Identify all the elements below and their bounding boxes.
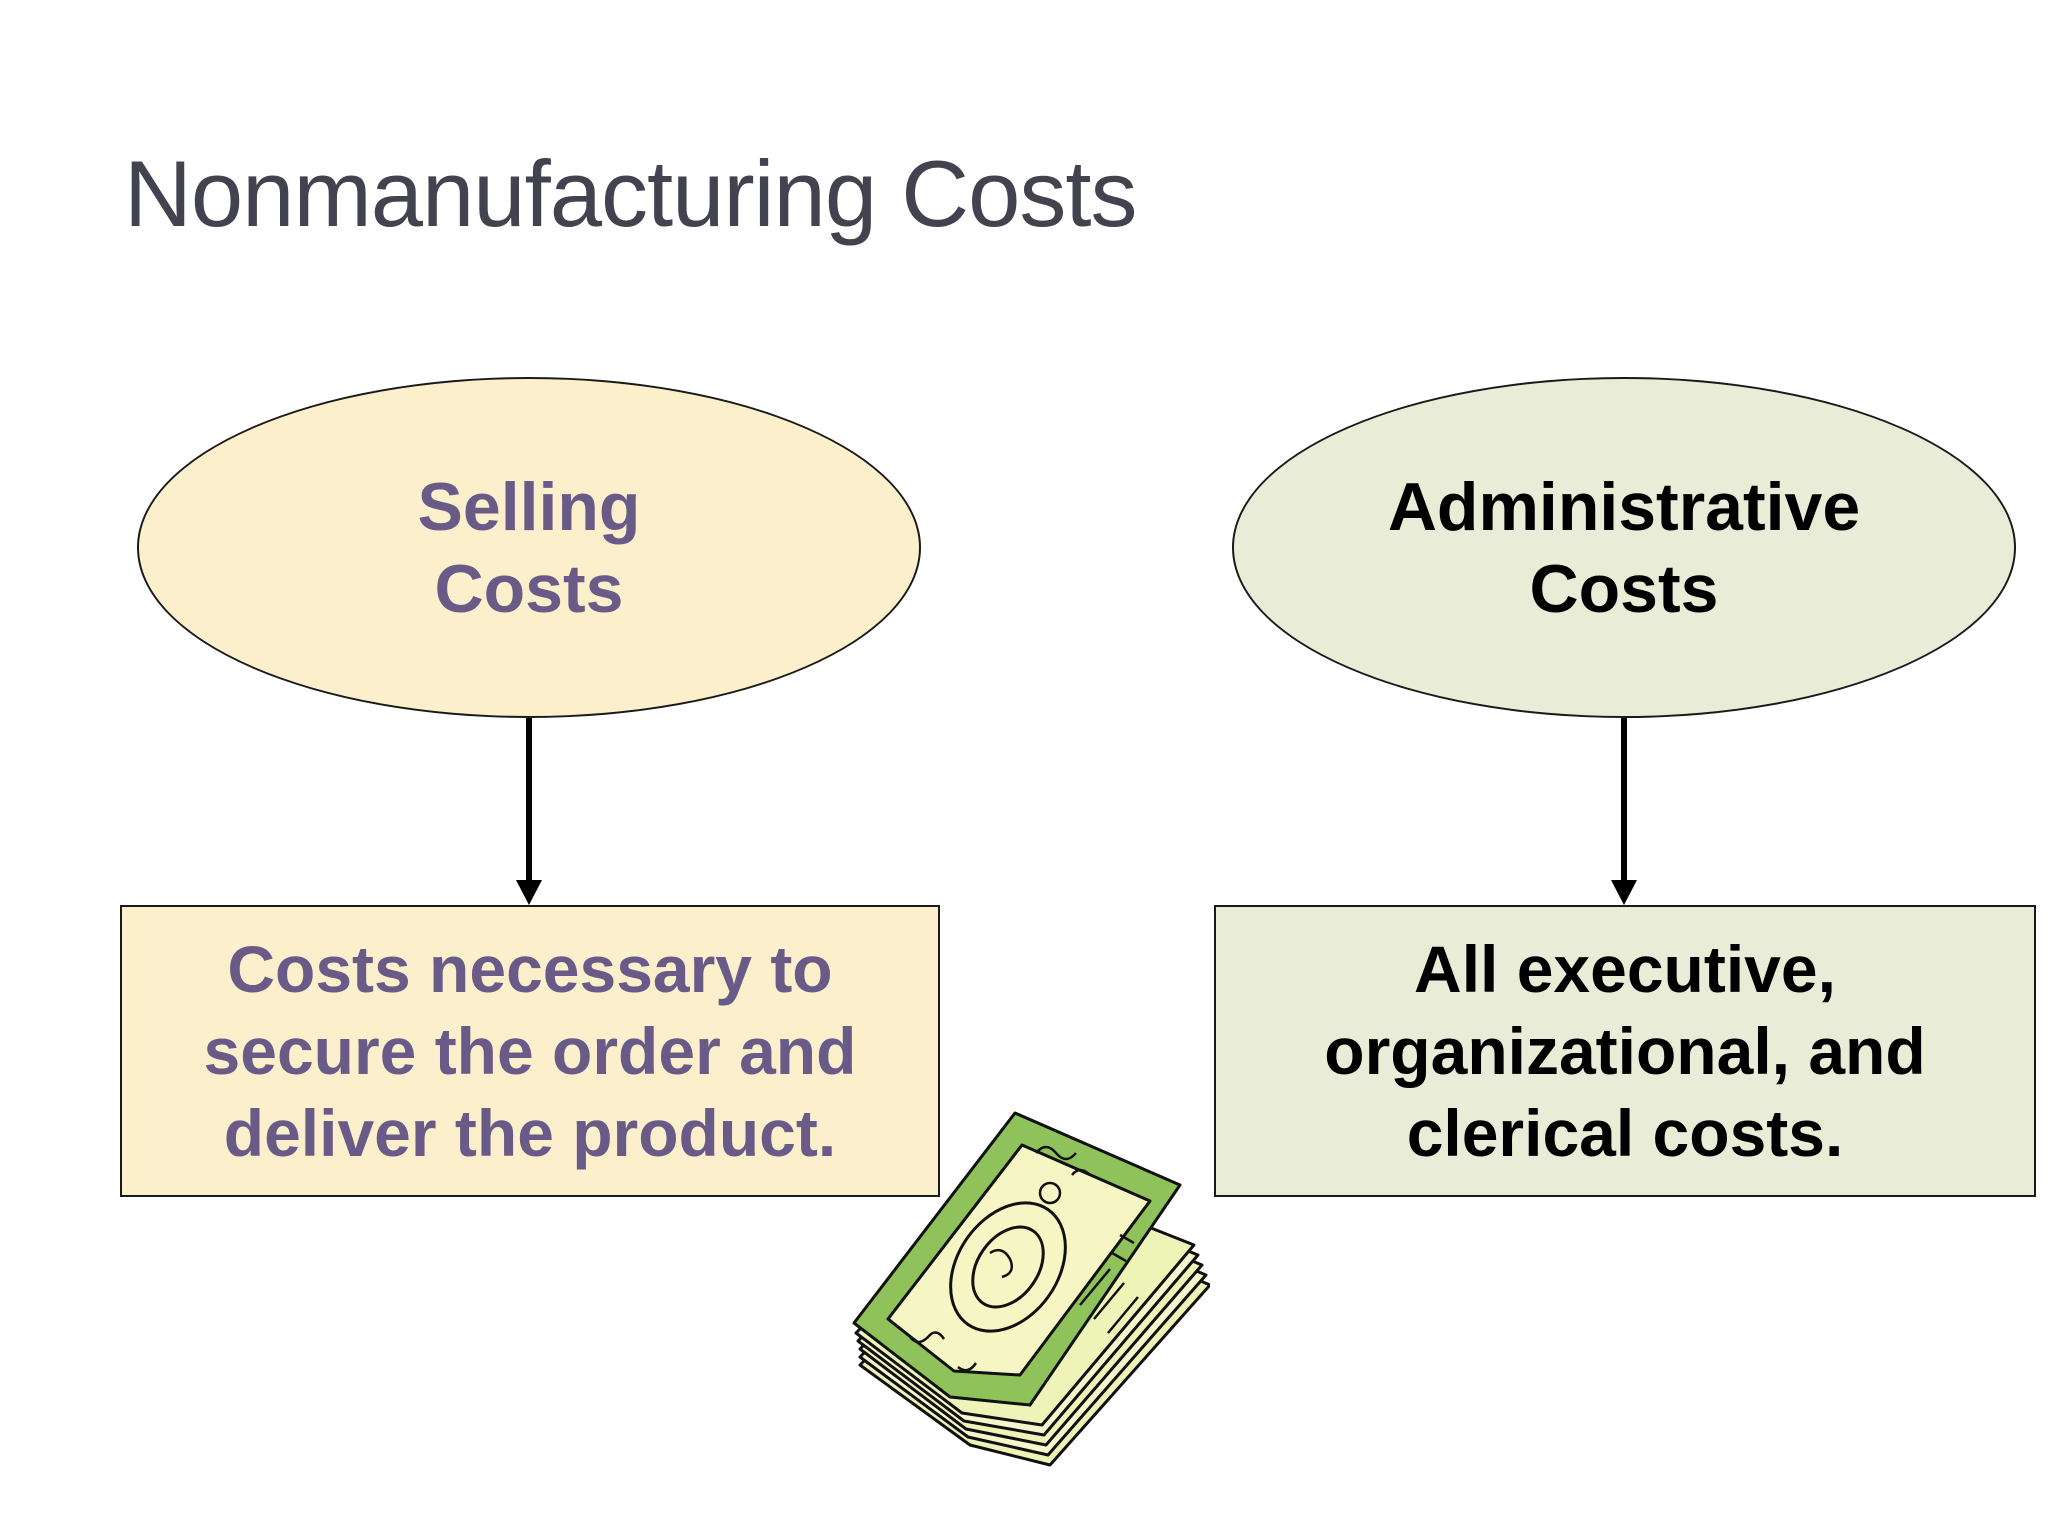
administrative-costs-oval: Administrative Costs bbox=[1232, 377, 2016, 718]
administrative-arrow bbox=[1611, 718, 1637, 905]
slide-title: Nonmanufacturing Costs bbox=[124, 141, 1138, 246]
selling-costs-description: Costs necessary to secure the order and … bbox=[203, 932, 857, 1170]
selling-costs-oval: Selling Costs bbox=[137, 377, 921, 718]
administrative-costs-description: All executive, organizational, and cleri… bbox=[1324, 932, 1926, 1170]
selling-costs-description-box: Costs necessary to secure the order and … bbox=[120, 905, 940, 1197]
administrative-costs-description-box: All executive, organizational, and cleri… bbox=[1214, 905, 2036, 1197]
administrative-costs-heading: Administrative Costs bbox=[1387, 468, 1861, 627]
selling-arrow bbox=[516, 718, 542, 905]
money-stack-icon bbox=[852, 1111, 1210, 1467]
selling-costs-heading: Selling Costs bbox=[417, 468, 641, 627]
